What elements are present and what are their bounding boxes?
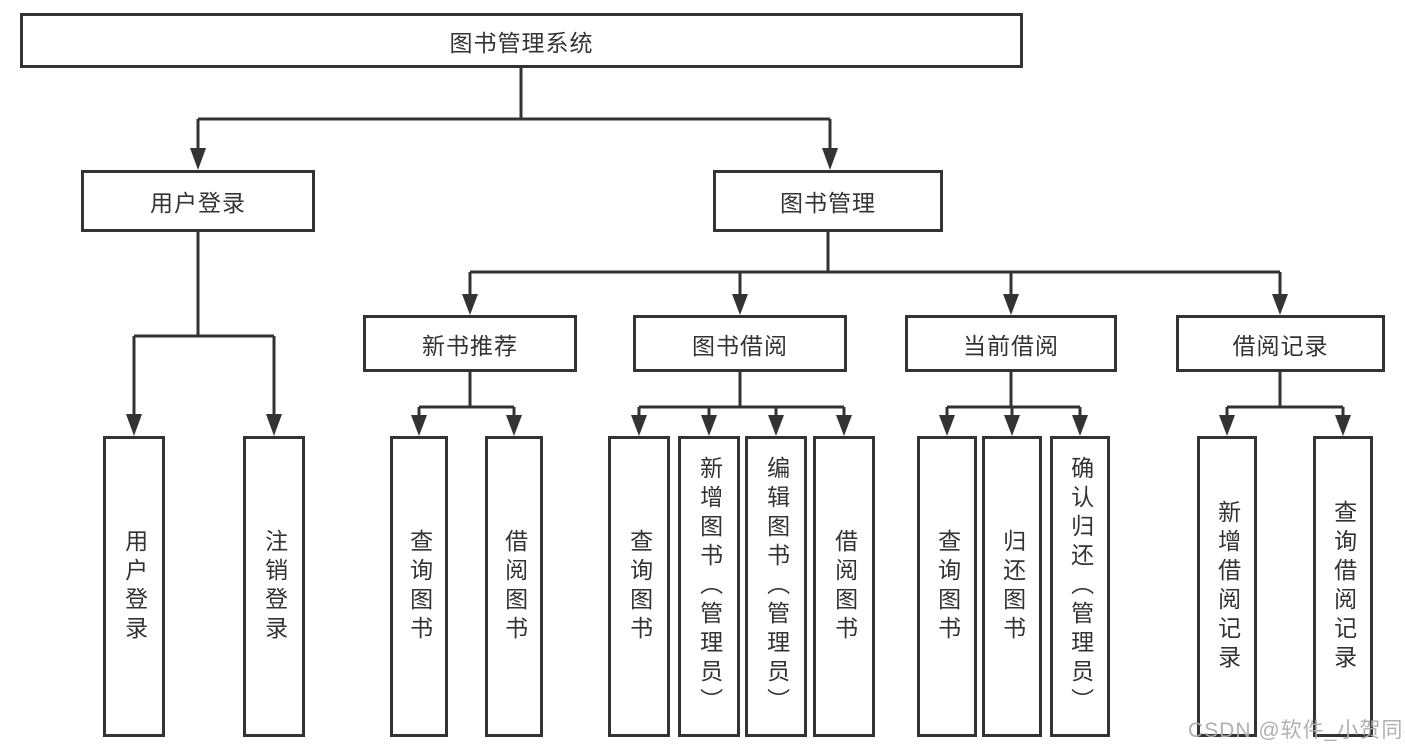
connector-bookborrow-to-leaves: [631, 372, 852, 436]
node-book-management-system: 图书管理系统: [20, 13, 1023, 68]
node-label: 图书管理系统: [449, 29, 594, 56]
node-label: 当前借阅: [963, 332, 1059, 359]
leaf-add-book-admin: 新增图书（管理员）: [678, 436, 740, 737]
node-label: 借阅记录: [1232, 332, 1329, 359]
node-label: 新书推荐: [422, 332, 518, 359]
node-book-borrow: 图书借阅: [633, 315, 847, 372]
leaf-current-query-book: 查询图书: [917, 436, 977, 737]
node-label: 查询借阅记录: [1330, 499, 1357, 674]
node-label: 确认归还（管理员）: [1067, 456, 1094, 717]
leaf-query-borrow-record: 查询借阅记录: [1313, 436, 1373, 737]
node-label: 图书借阅: [692, 332, 788, 359]
node-label: 查询图书: [626, 528, 653, 645]
connector-curborrow-to-leaves: [939, 372, 1088, 436]
node-label: 图书管理: [780, 190, 876, 216]
connector-login-to-leaves: [126, 232, 282, 436]
leaf-confirm-return-admin: 确认归还（管理员）: [1050, 436, 1110, 737]
leaf-add-borrow-record: 新增借阅记录: [1197, 436, 1257, 737]
node-borrow-record: 借阅记录: [1176, 315, 1385, 372]
node-user-login-group: 用户登录: [81, 170, 315, 232]
connector-root-to-level2: [190, 68, 838, 170]
leaf-recommend-borrow-book: 借阅图书: [485, 436, 543, 737]
leaf-return-book: 归还图书: [982, 436, 1042, 737]
node-label: 查询图书: [934, 528, 961, 645]
node-label: 新增图书（管理员）: [696, 456, 723, 717]
node-book-management: 图书管理: [713, 170, 943, 232]
leaf-recommend-query-book: 查询图书: [390, 436, 448, 737]
node-label: 查询图书: [406, 528, 433, 645]
connector-bookmgmt-to-level3: [462, 232, 1288, 315]
leaf-borrow-book: 借阅图书: [813, 436, 875, 737]
leaf-edit-book-admin: 编辑图书（管理员）: [745, 436, 807, 737]
connector-newrec-to-leaves: [411, 372, 522, 436]
connector-borrowrec-to-leaves: [1219, 372, 1351, 436]
node-label: 借阅图书: [831, 528, 858, 645]
leaf-logout: 注销登录: [243, 436, 305, 737]
leaf-borrow-query-book: 查询图书: [608, 436, 670, 737]
node-current-borrow: 当前借阅: [905, 315, 1117, 372]
leaf-user-login: 用户登录: [103, 436, 165, 737]
node-label: 用户登录: [150, 190, 246, 216]
node-label: 归还图书: [999, 528, 1026, 645]
csdn-watermark: CSDN @软件_小贺同学: [1188, 719, 1405, 742]
node-label: 编辑图书（管理员）: [763, 456, 790, 717]
node-new-book-recommend: 新书推荐: [363, 315, 577, 372]
node-label: 借阅图书: [501, 528, 528, 645]
node-label: 新增借阅记录: [1214, 499, 1241, 674]
node-label: 用户登录: [121, 528, 148, 645]
node-label: 注销登录: [261, 528, 288, 645]
